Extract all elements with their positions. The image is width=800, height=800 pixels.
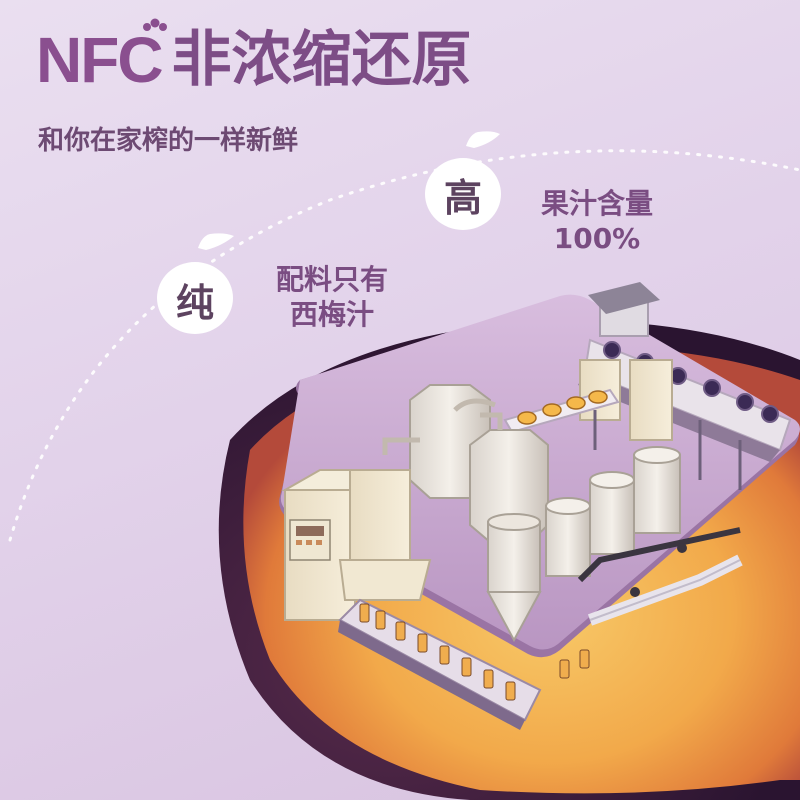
nfc-logo: NFC — [36, 18, 167, 92]
feature-text-ingredients: 配料只有 西梅汁 — [262, 262, 402, 332]
paw-icon — [142, 18, 167, 31]
feature-value: 西梅汁 — [289, 298, 374, 331]
headline: NFC 非浓缩还原 — [36, 18, 472, 95]
feature-badge-high: 高 — [420, 128, 506, 232]
feature-line: 果汁含量 — [540, 187, 653, 220]
subtitle: 和你在家榨的一样新鲜 — [38, 126, 299, 156]
feature-value: 100% — [553, 222, 641, 255]
plum-icon — [425, 131, 501, 230]
feature-badge-char: 高 — [443, 175, 482, 220]
plum-icon — [157, 233, 234, 334]
page-title: 非浓缩还原 — [171, 25, 472, 95]
feature-line: 配料只有 — [275, 263, 388, 296]
feature-badge-pure: 纯 — [152, 230, 238, 336]
feature-badge-char: 纯 — [175, 280, 214, 325]
feature-text-juice-content: 果汁含量 100% — [522, 186, 672, 256]
nfc-logo-text: NFC — [36, 24, 164, 96]
